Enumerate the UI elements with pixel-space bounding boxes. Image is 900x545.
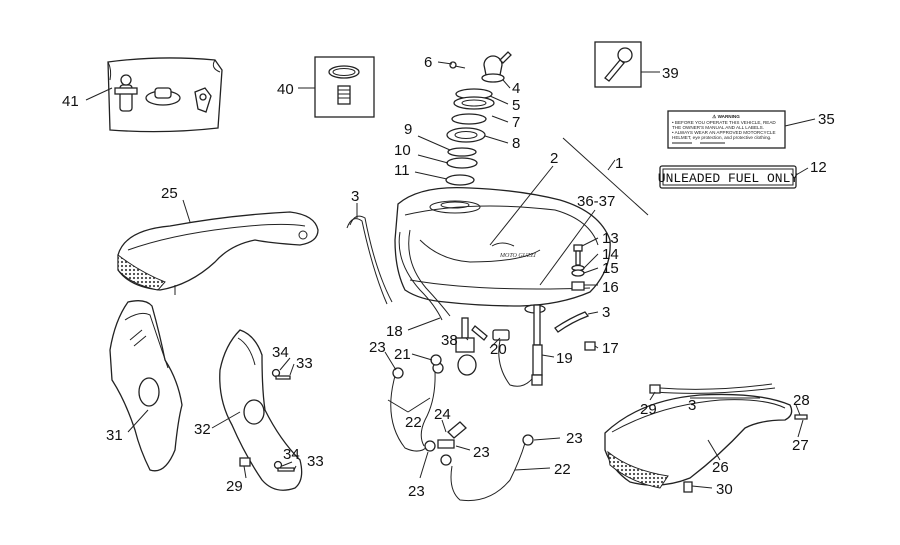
callout-16: 16 (602, 279, 619, 296)
callout-8: 8 (512, 135, 520, 152)
callout-17: 17 (602, 340, 619, 357)
callout-23: 23 (566, 430, 583, 447)
part-32-side-panel (219, 329, 303, 491)
part-3-trim-strip-left (346, 215, 451, 321)
callout-1: 1 (615, 155, 623, 172)
callout-40: 40 (277, 81, 294, 98)
callout-41: 41 (62, 93, 79, 110)
callout-27: 27 (792, 437, 809, 454)
callout-32: 32 (194, 421, 211, 438)
warning-decal-line: • ALWAYS WEAR AN APPROVED MOTORCYCLE (672, 130, 776, 135)
callout-22: 22 (554, 461, 571, 478)
callout-26: 26 (712, 459, 729, 476)
warning-decal-line: HELMET, eye protection, and protective c… (672, 135, 771, 140)
callout-29: 29 (640, 401, 657, 418)
callout-4: 4 (512, 80, 520, 97)
part-31-side-panel (109, 300, 183, 472)
callout-38: 38 (441, 332, 458, 349)
tank-logo: MOTO GUZZI (499, 253, 537, 259)
warning-decal-line: • BEFORE YOU OPERATE THIS VEHICLE, READ (672, 120, 776, 125)
callout-3: 3 (688, 397, 696, 414)
warning-decal-line: THE OWNER'S MANUAL AND ALL LABELS. (672, 125, 764, 130)
callout-3: 3 (602, 304, 610, 321)
callout-36-37: 36-37 (577, 193, 615, 210)
callout-9: 9 (404, 121, 412, 138)
part-2-fuel-tank: MOTO GUZZI (394, 186, 611, 314)
callout-23: 23 (369, 339, 386, 356)
callout-18: 18 (386, 323, 403, 340)
callout-22: 22 (405, 414, 422, 431)
callout-21: 21 (394, 346, 411, 363)
callout-28: 28 (793, 392, 810, 409)
callout-19: 19 (556, 350, 573, 367)
callout-34: 34 (272, 344, 289, 361)
callout-25: 25 (161, 185, 178, 202)
tank-assembly-bracket (562, 137, 649, 216)
part-41-valve-kit (107, 57, 223, 133)
callout-31: 31 (106, 427, 123, 444)
callout-33: 33 (307, 453, 324, 470)
callout-39: 39 (662, 65, 679, 82)
callout-20: 20 (490, 341, 507, 358)
callout-2: 2 (550, 150, 558, 167)
callout-35: 35 (818, 111, 835, 128)
fuel-cap-assembly (445, 51, 512, 186)
part-39-key (594, 41, 642, 88)
callout-24: 24 (434, 406, 451, 423)
callout-30: 30 (716, 481, 733, 498)
part-12-unleaded-decal: UNLEADED FUEL ONLY (658, 165, 799, 189)
callout-7: 7 (512, 114, 520, 131)
warning-decal-heading: ⚠ WARNING (712, 114, 740, 119)
part-40-gasket-kit (314, 56, 375, 118)
callout-labels: 41 40 39 35 12 6 4 5 7 8 9 10 11 2 1 3 3… (62, 54, 835, 500)
callout-11: 11 (394, 162, 410, 179)
callout-34: 34 (283, 446, 300, 463)
part-26-side-cover (604, 383, 808, 493)
fuel-tap-assembly (455, 304, 543, 387)
callout-12: 12 (810, 159, 827, 176)
callout-10: 10 (394, 142, 411, 159)
part-25-side-cover (117, 211, 319, 295)
part-3-trim-strip-right (554, 311, 590, 333)
callout-3: 3 (351, 188, 359, 205)
callout-13: 13 (602, 230, 619, 247)
part-35-warning-decal: ⚠ WARNING • BEFORE YOU OPERATE THIS VEHI… (667, 110, 786, 149)
callout-15: 15 (602, 260, 619, 277)
fuel-hoses (390, 354, 534, 502)
callout-14: 14 (602, 246, 619, 263)
callout-33: 33 (296, 355, 313, 372)
unleaded-decal-text: UNLEADED FUEL ONLY (658, 171, 799, 186)
callout-5: 5 (512, 97, 520, 114)
leader-lines (85, 61, 816, 489)
callout-29: 29 (226, 478, 243, 495)
callout-23: 23 (473, 444, 490, 461)
tank-mount-bolts (571, 244, 596, 351)
callout-6: 6 (424, 54, 432, 71)
callout-23: 23 (408, 483, 425, 500)
